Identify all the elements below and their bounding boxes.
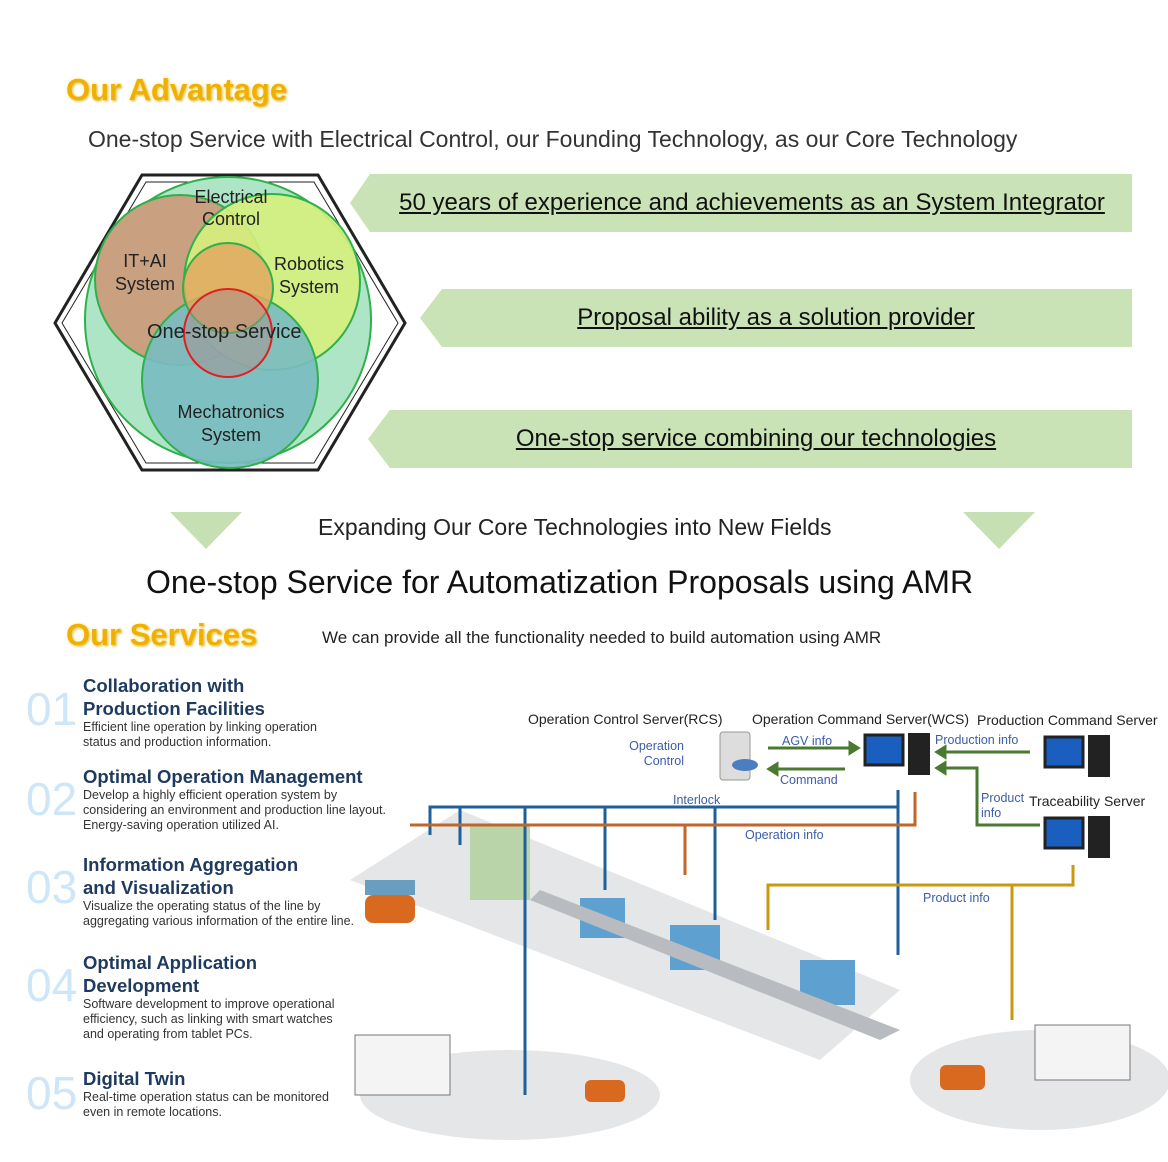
service-number: 03 [26, 861, 78, 913]
service-desc: Develop a highly efficient operation sys… [83, 788, 386, 832]
service-title: Optimal Operation Management [83, 766, 363, 787]
amr-title: One-stop Service for Automatization Prop… [146, 564, 974, 600]
venn-diagram [53, 173, 407, 472]
venn-center-label: One-stop Service [147, 321, 302, 343]
machine [470, 825, 530, 900]
service-desc: Efficient line operation by linking oper… [83, 720, 317, 749]
production-server-icon [1043, 735, 1110, 777]
service-number: 02 [26, 773, 78, 825]
down-triangle-left [170, 512, 242, 549]
service-number: 01 [26, 683, 78, 735]
truck [354, 1034, 451, 1096]
rcs-label: Operation Control Server(RCS) [528, 711, 723, 727]
service-item: Collaboration with Production Facilities… [83, 674, 333, 750]
service-number: 04 [26, 959, 78, 1011]
service-item: Digital Twin Real-time operation status … [83, 1067, 343, 1120]
operation-info-lines [410, 792, 917, 875]
expanding-heading: Expanding Our Core Technologies into New… [318, 514, 832, 540]
service-desc: Real-time operation status can be monito… [83, 1090, 329, 1119]
rcs-server-icon [719, 731, 751, 781]
production-info-label: Production info [935, 733, 1019, 747]
banner-proposal: Proposal ability as a solution provider [420, 289, 1132, 347]
amr-robot [940, 1065, 985, 1090]
operation-info-label: Operation info [745, 828, 824, 842]
service-title: Collaboration with Production Facilities [83, 675, 265, 719]
banner-experience: 50 years of experience and achievements … [350, 174, 1132, 232]
service-number: 05 [26, 1067, 78, 1119]
amr-robot [585, 1080, 625, 1102]
service-title: Information Aggregation and Visualizatio… [83, 854, 299, 898]
services-tagline: We can provide all the functionality nee… [322, 628, 882, 647]
banner-text: One-stop service combining our technolog… [515, 425, 997, 452]
amr-robot [365, 895, 415, 923]
venn-it-ai-label: IT+AI System [114, 251, 175, 294]
amr-system-diagram [350, 731, 1168, 1140]
interlock-label: Interlock [673, 793, 721, 807]
command-label: Command [780, 773, 838, 787]
truck [1034, 1024, 1131, 1081]
advantage-subtitle: One-stop Service with Electrical Control… [88, 126, 1018, 152]
wcs-computer-icon [863, 733, 930, 775]
wcs-label: Operation Command Server(WCS) [752, 711, 970, 727]
venn-electrical-label: Electrical Control [194, 187, 268, 229]
product-info-lines [766, 865, 1075, 1020]
service-item: Optimal Application Development Software… [83, 951, 343, 1042]
service-desc: Software development to improve operatio… [83, 997, 335, 1041]
down-triangle-right [963, 512, 1035, 549]
venn-mechatronics-label: Mechatronics System [177, 402, 285, 445]
service-title: Digital Twin [83, 1068, 186, 1089]
service-title: Optimal Application Development [83, 952, 258, 996]
operation-control-label: Operation Control [629, 739, 684, 768]
advantage-title: Our Advantage [66, 72, 288, 107]
pcs-label: Production Command Server [977, 712, 1158, 728]
venn-robotics-label: Robotics System [273, 254, 345, 297]
interlock-lines [428, 790, 900, 1095]
banner-one-stop: One-stop service combining our technolog… [368, 410, 1132, 468]
services-title: Our Services [66, 617, 258, 652]
product-info-side-label: Product info [981, 791, 1025, 820]
service-desc: Visualize the operating status of the li… [83, 899, 354, 928]
traceability-server-icon [1043, 816, 1110, 858]
green-arrows [766, 740, 1040, 827]
agv-info-label: AGV info [782, 734, 833, 748]
banner-text: Proposal ability as a solution provider [577, 304, 975, 331]
service-item: Information Aggregation and Visualizatio… [83, 853, 368, 929]
product-info-label: Product info [923, 891, 990, 905]
one-stop-circle [183, 288, 273, 378]
service-item: Optimal Operation Management Develop a h… [83, 765, 403, 833]
conveyor [530, 890, 900, 1040]
traceability-label: Traceability Server [1029, 793, 1146, 809]
banner-text: 50 years of experience and achievements … [399, 189, 1105, 216]
